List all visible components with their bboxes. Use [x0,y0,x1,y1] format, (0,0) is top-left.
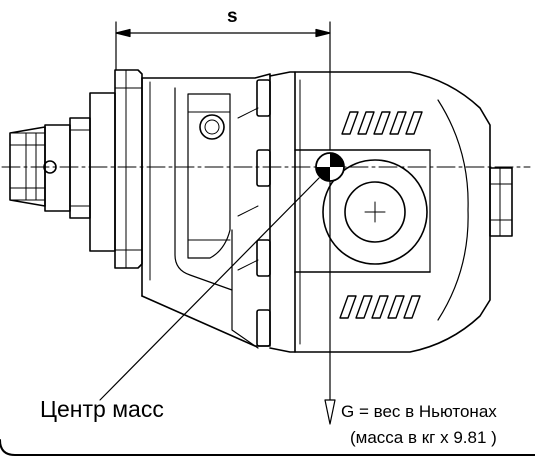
com-leader [99,177,320,401]
flange [89,69,143,269]
rear-cover [269,71,491,353]
dimension-label-s: s [227,6,238,27]
bolts [256,79,271,347]
frame-border [0,439,535,456]
ribs-top [341,111,423,135]
weight-label: G = вес в Ньютонах [341,402,497,421]
end-plug [489,167,513,237]
port-inner [344,181,406,243]
shaft [9,117,91,219]
dimension-s [115,21,331,151]
center-of-mass-label: Центр масс [40,396,164,422]
pump-body [141,73,271,349]
center-of-mass-symbol [315,152,345,182]
ribs-bottom [339,295,421,319]
weight-formula: (масса в кг x 9.81 ) [350,428,497,447]
port-outer [322,159,428,265]
weight-arrow [324,180,336,425]
